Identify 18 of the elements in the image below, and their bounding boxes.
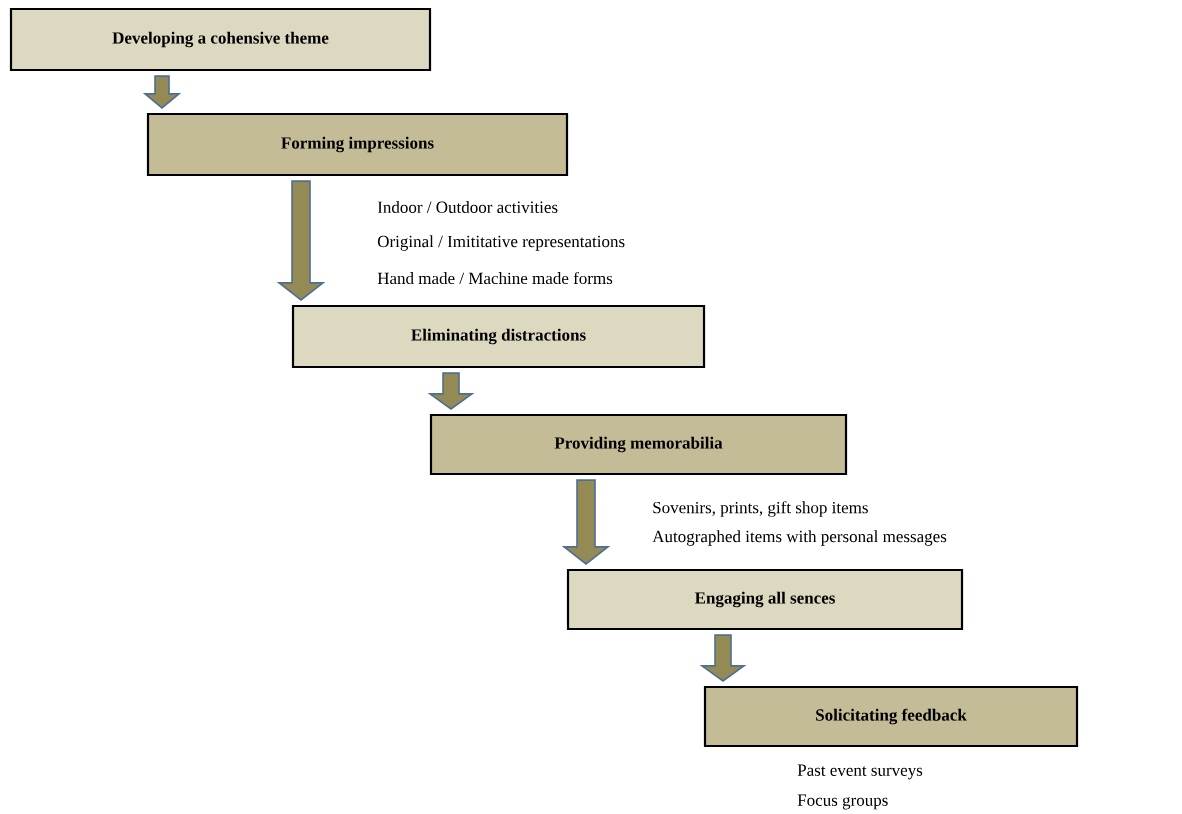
process-box: Eliminating distractions	[291, 304, 706, 369]
process-box: Developing a cohensive theme	[9, 7, 432, 72]
process-box: Solicitating feedback	[703, 685, 1079, 748]
process-box: Providing memorabilia	[429, 413, 848, 476]
note-text: Indoor / Outdoor activities	[377, 201, 558, 213]
block-arrow	[142, 75, 182, 109]
note-text: Original / Imititative representations	[377, 235, 625, 251]
note-text: Focus groups	[797, 794, 888, 810]
note-text: Autographed items with personal messages	[652, 530, 947, 546]
process-box: Forming impressions	[146, 112, 569, 177]
note-text: Hand made / Machine made forms	[377, 271, 613, 285]
block-arrow	[561, 479, 611, 565]
note-text: Sovenirs, prints, gift shop items	[653, 501, 868, 517]
block-arrow	[427, 372, 475, 410]
block-arrow	[276, 180, 326, 301]
note-text: Past event surveys	[797, 764, 923, 780]
block-arrow	[699, 634, 747, 682]
process-box: Engaging all sences	[566, 568, 964, 631]
